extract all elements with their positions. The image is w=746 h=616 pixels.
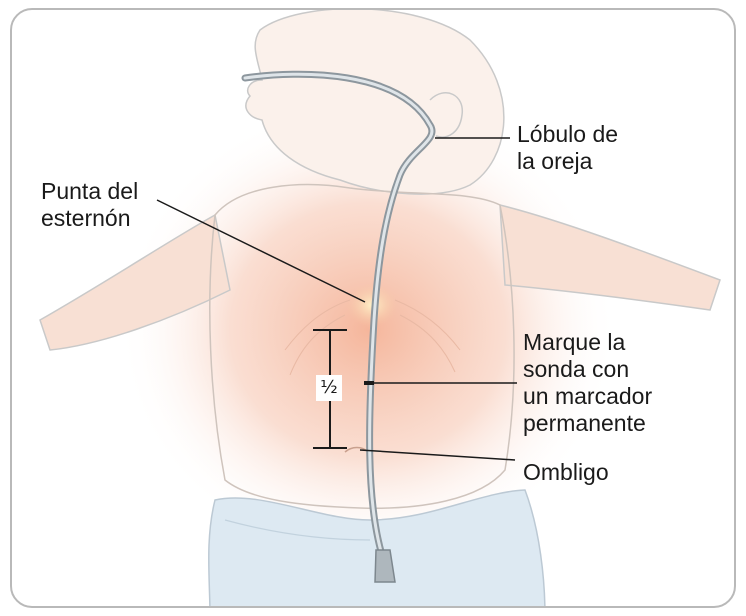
navel-label: Ombligo xyxy=(523,459,609,486)
mark-label-line-3: un marcador xyxy=(523,383,652,410)
mark-label-line-4: permanente xyxy=(523,410,652,437)
mark-label-line-1: Marque la xyxy=(523,329,652,356)
earlobe-label: Lóbulo de la oreja xyxy=(517,121,618,175)
half-label: ½ xyxy=(316,375,342,401)
earlobe-label-line-2: la oreja xyxy=(517,148,618,175)
sternum-label-line-2: esternón xyxy=(41,205,138,232)
earlobe-label-line-1: Lóbulo de xyxy=(517,121,618,148)
sternum-label-line-1: Punta del xyxy=(41,178,138,205)
mark-label-line-2: sonda con xyxy=(523,356,652,383)
mark-label: Marque la sonda con un marcador permanen… xyxy=(523,329,652,437)
sternum-label: Punta del esternón xyxy=(41,178,138,232)
